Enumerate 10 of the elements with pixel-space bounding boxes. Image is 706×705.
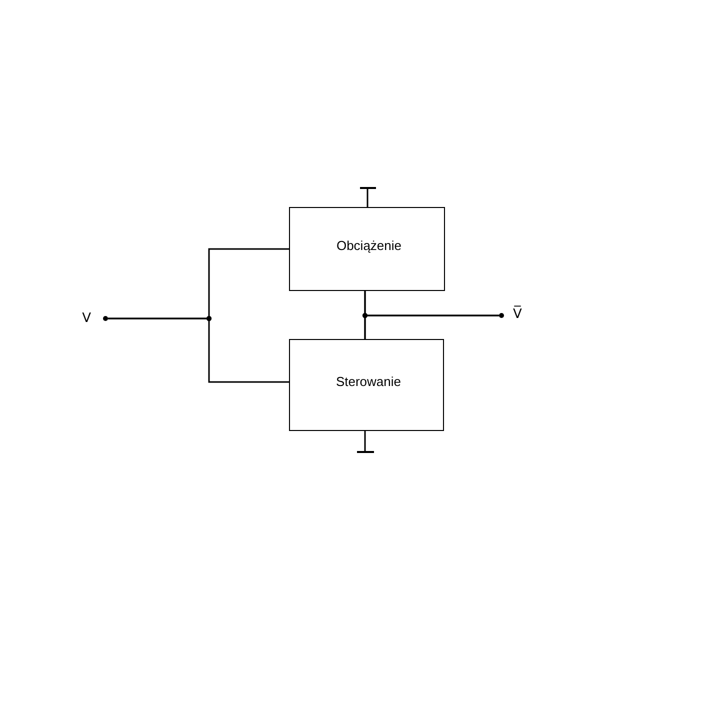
connector-line <box>364 314 499 339</box>
terminal-label: V̅ <box>513 307 522 323</box>
process-box <box>289 207 445 291</box>
connector-line <box>366 189 368 207</box>
block-label: Obciążenie <box>335 238 402 255</box>
terminal-label: V <box>82 310 91 326</box>
connector-line <box>364 431 366 451</box>
connector-line <box>108 318 289 383</box>
block-label: Sterowanie <box>334 374 402 391</box>
process-box <box>289 339 444 431</box>
